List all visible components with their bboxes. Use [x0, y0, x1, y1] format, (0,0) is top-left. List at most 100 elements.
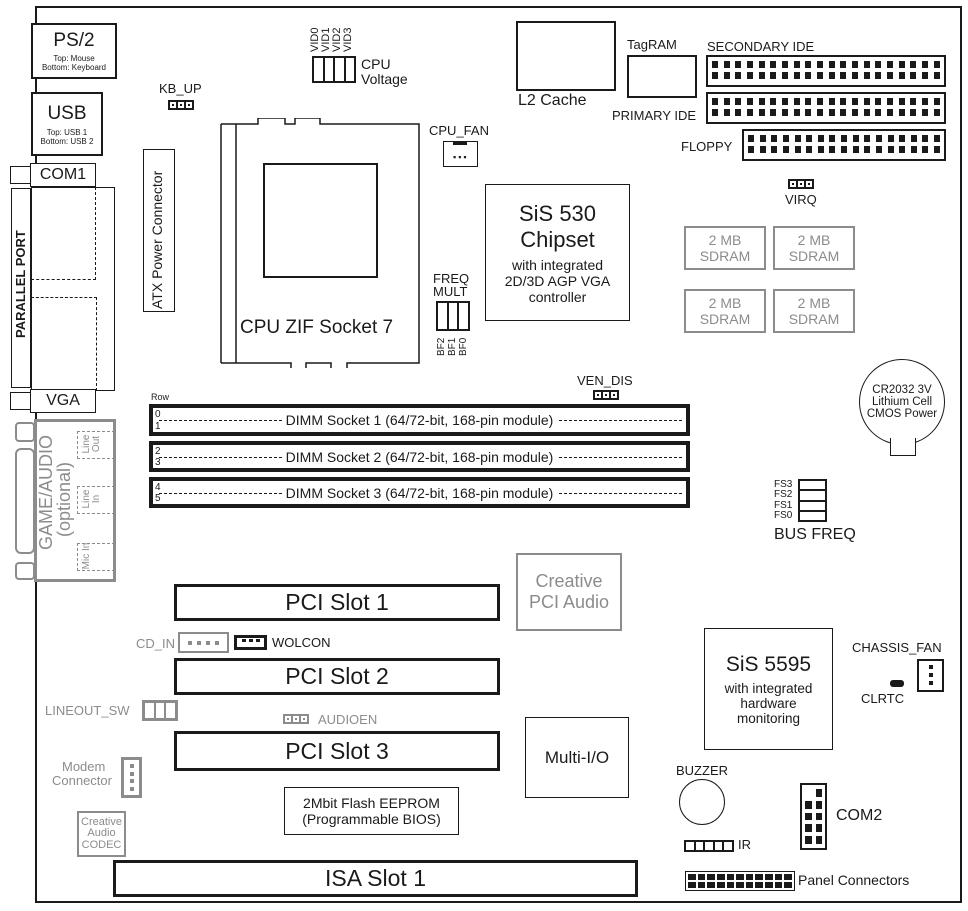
bus-freq-label: BUS FREQ [774, 526, 856, 543]
ven-dis-jumper[interactable] [593, 390, 619, 400]
clrtc-jumper[interactable] [890, 680, 904, 687]
isa-slot-1[interactable]: ISA Slot 1 [113, 860, 638, 897]
modem-connector[interactable] [121, 757, 142, 798]
freq-mult-jumper[interactable] [436, 301, 470, 331]
floppy-header[interactable] [742, 129, 946, 161]
vga-port[interactable]: VGA [30, 389, 96, 413]
primary-ide-label: PRIMARY IDE [612, 108, 697, 123]
fs2-label: FS2 [774, 489, 793, 500]
sis530-name: SiS 530 [518, 200, 597, 226]
cpu-fan-connector[interactable]: ▪▪▪ [443, 141, 478, 167]
jack-mic-in[interactable] [77, 543, 115, 571]
freq-mult-label: FREQ MULT [433, 271, 470, 299]
usb-sub1: Top: USB 1 [46, 127, 88, 137]
multi-io-label: Multi-I/O [544, 747, 610, 767]
flash-eeprom[interactable]: 2Mbit Flash EEPROM (Programmable BIOS) [284, 787, 459, 835]
clrtc-label: CLRTC [861, 691, 905, 706]
vga-tab [10, 392, 32, 410]
cd-in-connector[interactable] [178, 632, 229, 653]
parallel-port-label: PARALLEL PORT [13, 230, 28, 338]
ir-connector[interactable] [684, 840, 734, 852]
sis5595-desc3: monitoring [736, 710, 801, 726]
sis530-desc2: 2D/3D AGP VGA [504, 272, 611, 289]
sis530-chipset[interactable]: SiS 530 Chipset with integrated 2D/3D AG… [485, 184, 630, 321]
sdram-type: SDRAM [699, 311, 751, 327]
sdram-size: 2 MB [797, 295, 831, 311]
game-audio-tab-top [15, 422, 35, 442]
sis5595-chip[interactable]: SiS 5595 with integrated hardware monito… [704, 628, 833, 750]
audioen-label: AUDIOEN [318, 712, 378, 727]
pci-slot-2-label: PCI Slot 2 [285, 663, 389, 689]
com1-port[interactable]: COM1 [30, 163, 96, 187]
com2-header[interactable] [800, 783, 827, 850]
l2-cache[interactable] [516, 21, 616, 91]
panel-connectors-header[interactable] [685, 871, 795, 891]
atx-power-connector[interactable] [143, 149, 175, 312]
pci-slot-1-label: PCI Slot 1 [285, 589, 389, 615]
vga-label: VGA [46, 392, 80, 409]
jack-line-in[interactable] [77, 486, 115, 514]
isa-slot-1-label: ISA Slot 1 [324, 865, 426, 891]
sdram-type: SDRAM [699, 248, 751, 264]
secondary-ide-header[interactable] [706, 55, 946, 87]
primary-ide-header[interactable] [706, 92, 946, 124]
sdram-chip-4[interactable]: 2 MB SDRAM [773, 289, 855, 333]
cpu-voltage-jumper[interactable] [312, 56, 356, 83]
chassis-fan-connector[interactable] [917, 659, 944, 692]
sdram-chip-2[interactable]: 2 MB SDRAM [773, 226, 855, 270]
sdram-chip-3[interactable]: 2 MB SDRAM [684, 289, 766, 333]
wolcon-connector[interactable] [234, 635, 267, 650]
cpu-socket-outline[interactable] [215, 118, 420, 368]
bus-freq-jumper[interactable] [798, 479, 827, 522]
game-audio-tab-bot [15, 562, 35, 580]
lineout-sw-jumper[interactable] [142, 700, 178, 721]
fs1-label: FS1 [774, 500, 793, 511]
dimm-socket-2[interactable]: 2 3 DIMM Socket 2 (64/72-bit, 168-pin mo… [149, 441, 690, 472]
dimm-socket-1-label: DIMM Socket 1 (64/72-bit, 168-pin module… [281, 412, 558, 428]
pci-slot-1[interactable]: PCI Slot 1 [174, 584, 500, 621]
kb-up-jumper[interactable] [168, 100, 194, 110]
game-audio-label: GAME/AUDIO [36, 434, 56, 550]
creative-audio-codec[interactable]: Creative Audio CODEC [77, 811, 126, 857]
cpu-voltage-label: CPU Voltage [361, 56, 408, 87]
virq-jumper[interactable] [788, 179, 814, 189]
fs3-label: FS3 [774, 479, 793, 490]
sis5595-name: SiS 5595 [725, 652, 812, 676]
sdram-size: 2 MB [797, 232, 831, 248]
dimm-socket-3[interactable]: 4 5 DIMM Socket 3 (64/72-bit, 168-pin mo… [149, 477, 690, 508]
lineout-sw-label: LINEOUT_SW [45, 703, 130, 718]
pci-slot-2[interactable]: PCI Slot 2 [174, 658, 500, 695]
pci-slot-3[interactable]: PCI Slot 3 [174, 731, 500, 771]
creative-pci-audio[interactable]: Creative PCI Audio [516, 553, 622, 631]
bf2-label: BF2 [436, 337, 447, 356]
panel-connectors-label: Panel Connectors [798, 872, 910, 888]
battery-line2: Lithium Cell [871, 396, 933, 408]
sdram-size: 2 MB [708, 295, 742, 311]
parallel-port-edge [11, 188, 31, 388]
audioen-jumper[interactable] [283, 714, 309, 724]
game-audio-port[interactable] [34, 419, 116, 582]
fs0-label: FS0 [774, 510, 793, 521]
row-label: Row [151, 392, 170, 402]
kb-up-label: KB_UP [159, 81, 202, 96]
sdram-chip-1[interactable]: 2 MB SDRAM [684, 226, 766, 270]
dimm-socket-2-label: DIMM Socket 2 (64/72-bit, 168-pin module… [281, 448, 558, 465]
ps2-sub2: Bottom: Keyboard [41, 63, 107, 72]
tagram-chip[interactable] [627, 55, 697, 98]
ps2-port[interactable]: PS/2 Top: Mouse Bottom: Keyboard [31, 23, 117, 79]
usb-port[interactable]: USB Top: USB 1 Bottom: USB 2 [31, 92, 103, 156]
codec-line1: Creative [81, 815, 122, 828]
sdram-type: SDRAM [788, 248, 840, 264]
row-number: 0 [155, 409, 161, 420]
cmos-battery[interactable]: CR2032 3V Lithium Cell CMOS Power [859, 359, 945, 445]
pci-slot-3-label: PCI Slot 3 [285, 737, 389, 764]
multi-io-chip[interactable]: Multi-I/O [525, 717, 629, 798]
row-number: 4 [155, 482, 161, 493]
jack-line-out[interactable] [77, 431, 115, 459]
modem-label-2: Connector [52, 773, 112, 788]
parallel-upper-connector [31, 187, 96, 280]
chassis-fan-label: CHASSIS_FAN [852, 640, 942, 655]
l2-cache-label: L2 Cache [518, 92, 587, 109]
dimm-socket-1[interactable]: 0 1 DIMM Socket 1 (64/72-bit, 168-pin mo… [149, 404, 690, 436]
jack-mic-in-label: Mic In [81, 542, 92, 570]
